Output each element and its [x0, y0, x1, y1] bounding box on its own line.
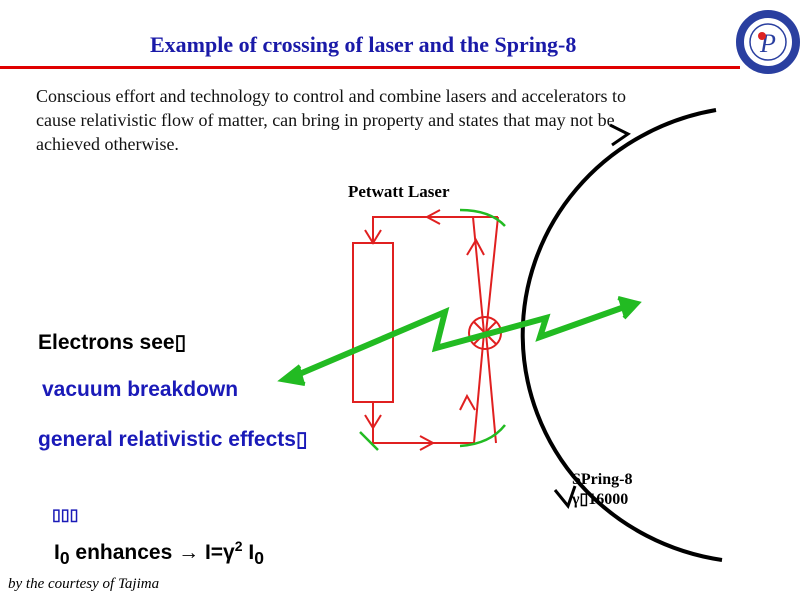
petwatt-laser-label: Petwatt Laser [348, 182, 450, 201]
spring8-ring [520, 108, 723, 562]
ring-arrow-top [609, 123, 631, 147]
placeholder-glyphs: ▯▯▯ [52, 507, 79, 524]
spring8-label: SPring-8 γ▯16000 [572, 470, 632, 510]
institute-logo: P [736, 10, 800, 74]
focusing-mirrors [359, 208, 506, 451]
gamma-beam [288, 302, 632, 381]
i0: I [54, 541, 60, 564]
beam-arrow-right [617, 296, 642, 320]
title-divider [0, 66, 740, 69]
electrons-see: Electrons see▯ [38, 331, 187, 354]
beam-arrow-left [277, 364, 306, 386]
ring-arrow-bottom [553, 485, 577, 510]
formula-end: I [242, 541, 255, 564]
credit: by the courtesy of Tajima [8, 576, 160, 592]
vacuum-breakdown: vacuum breakdown [42, 378, 239, 401]
sub2: 0 [254, 548, 264, 569]
slide-title: Example of crossing of laser and the Spr… [150, 32, 577, 57]
intensity-formula: I0 enhances → I=γ2 I0 [54, 538, 264, 569]
laser-path [352, 209, 502, 451]
formula-mid: enhances → I=γ [69, 541, 235, 564]
ring-name: SPring-8 [572, 471, 633, 488]
sub: 0 [59, 548, 70, 569]
gamma-value: γ▯16000 [572, 491, 629, 508]
intro-text: Conscious effort and technology to contr… [36, 86, 626, 154]
relativistic-effects: general relativistic effects▯ [38, 428, 308, 451]
sup: 2 [234, 538, 243, 554]
